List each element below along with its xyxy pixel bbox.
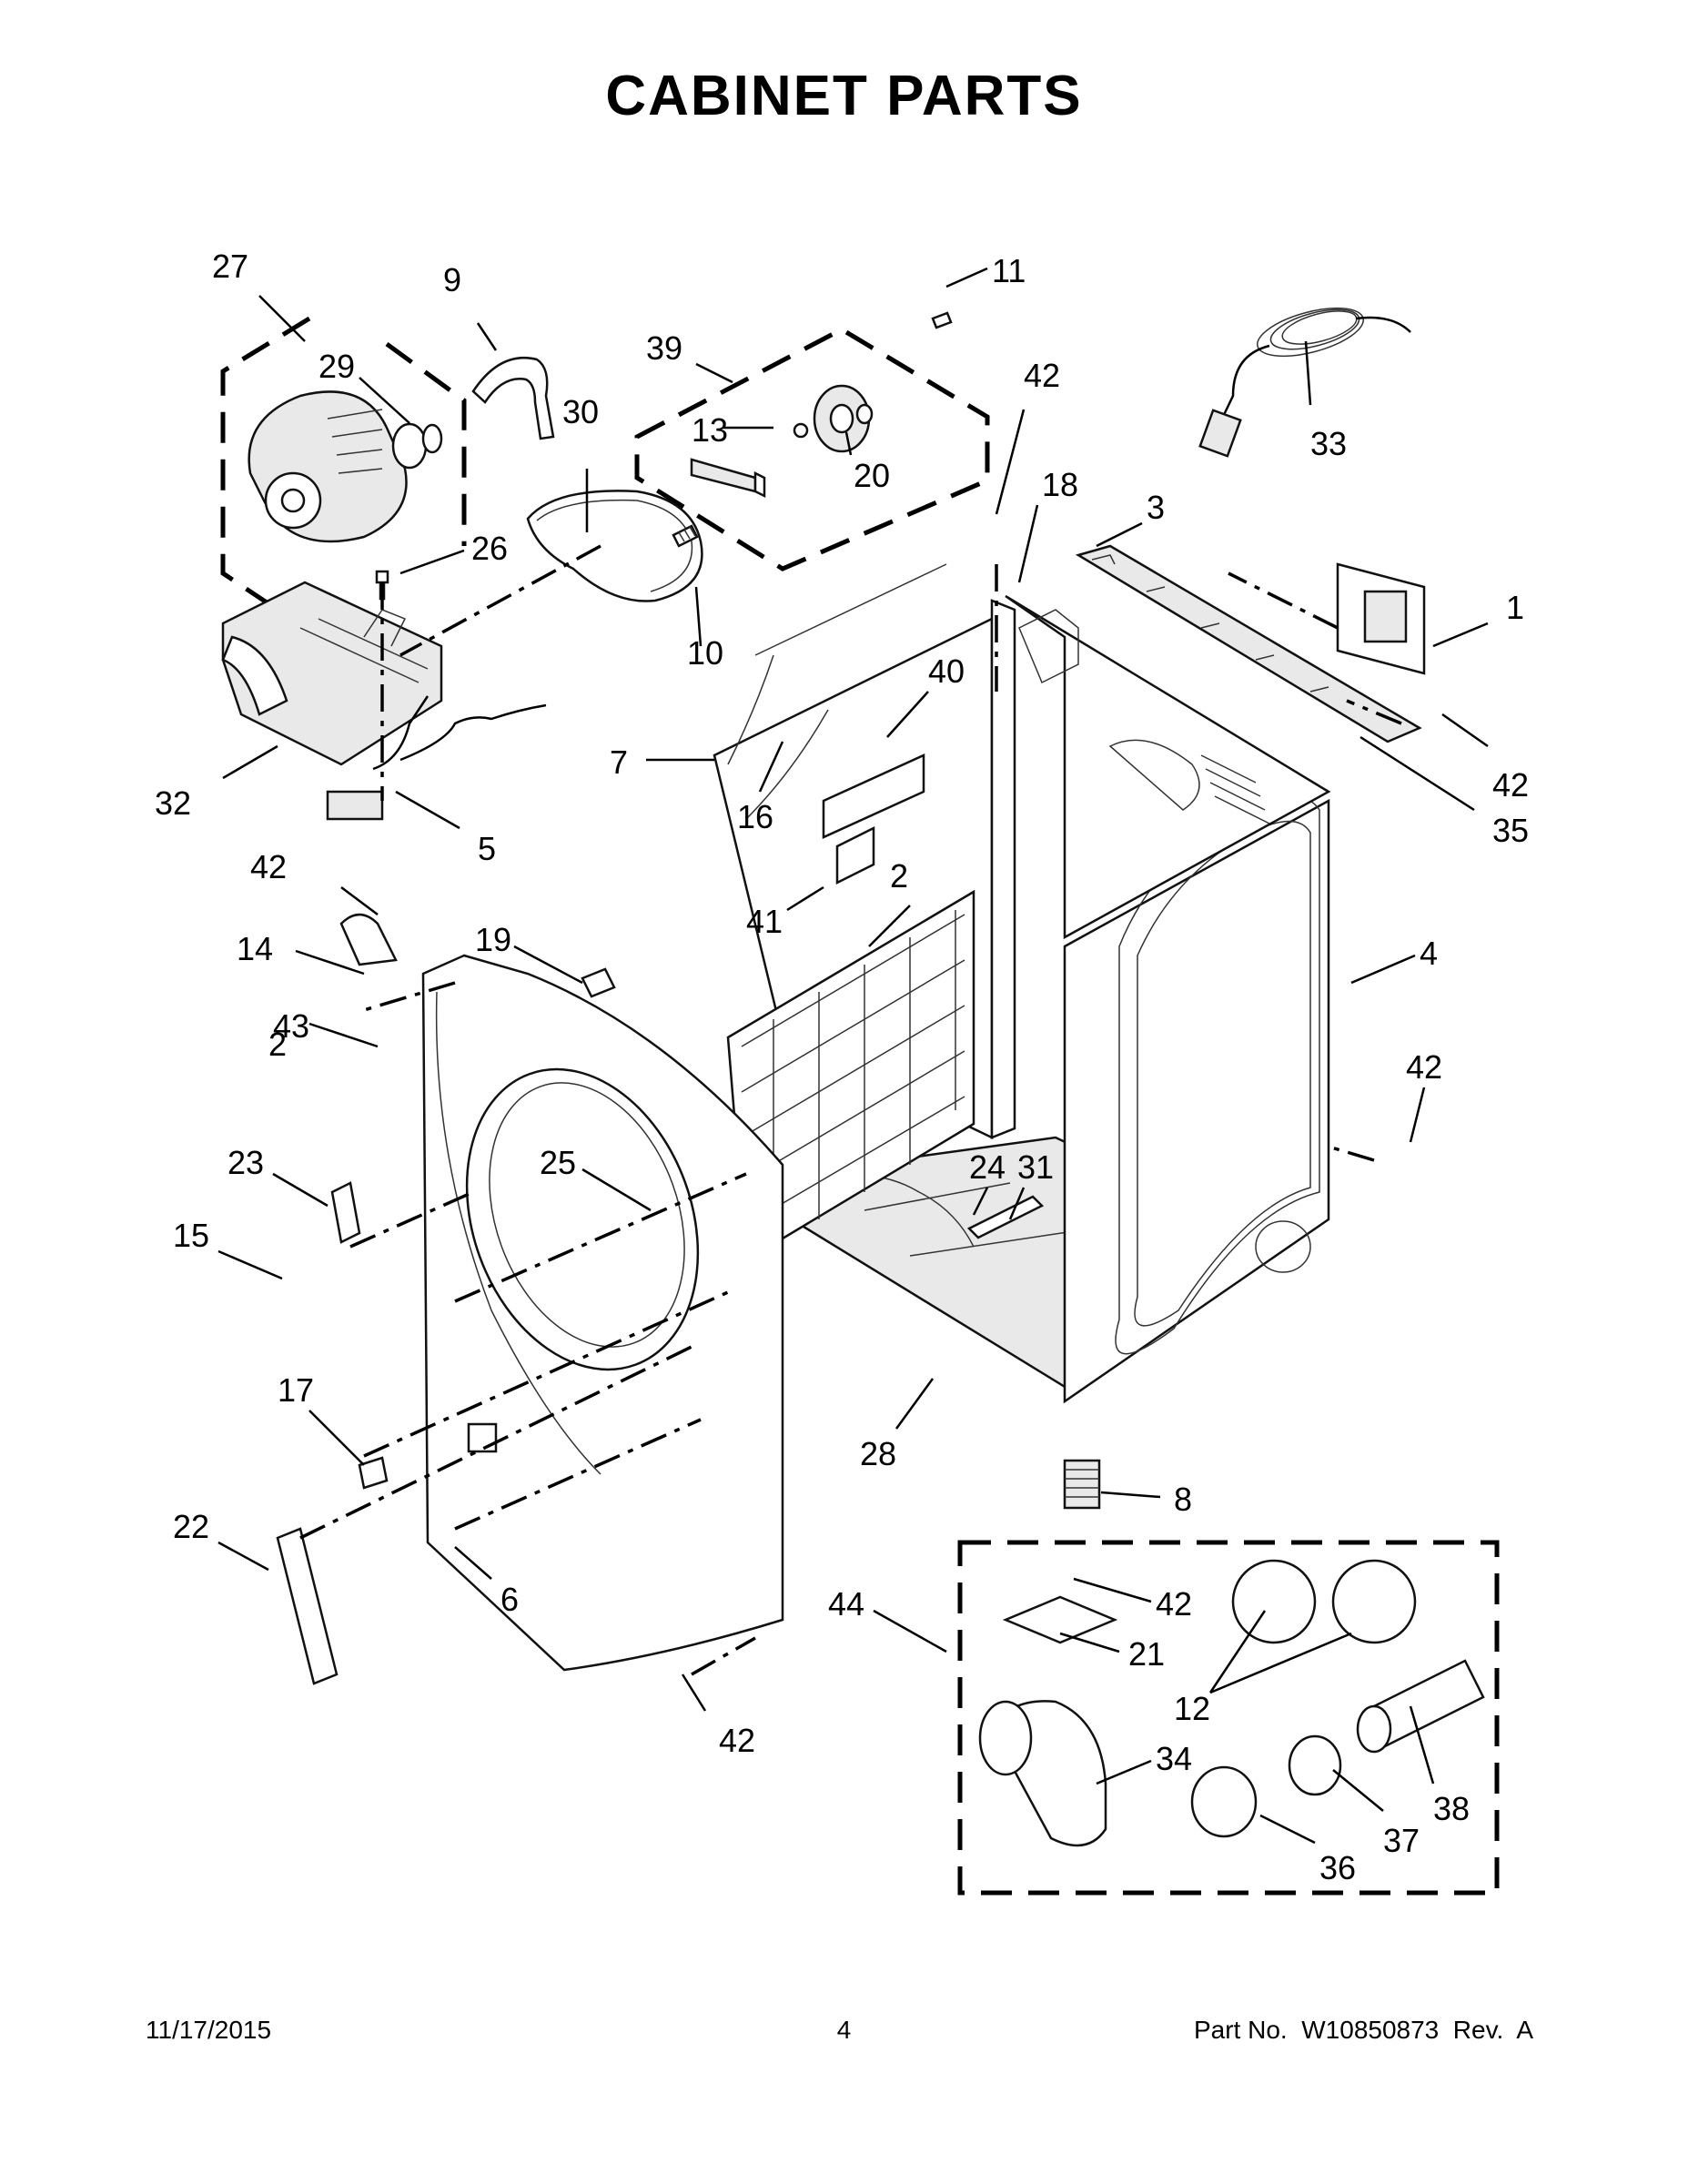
wire-harness xyxy=(326,695,547,821)
footer-date: 11/17/2015 xyxy=(146,2016,272,2044)
callout-3: 3 xyxy=(1147,489,1165,526)
callout-29: 29 xyxy=(318,348,355,385)
callout-35: 35 xyxy=(1492,812,1529,849)
callout-44: 44 xyxy=(828,1585,864,1623)
vent-cap-12 xyxy=(1231,1559,1417,1644)
callout-20: 20 xyxy=(854,457,890,494)
idler-screw-11 xyxy=(931,311,953,329)
callout-40: 40 xyxy=(928,652,965,690)
callout-32: 32 xyxy=(155,784,191,822)
callout-9: 9 xyxy=(443,261,461,298)
power-cord xyxy=(1198,307,1411,458)
idler-washer xyxy=(793,422,809,439)
callout-42-bottom: 42 xyxy=(719,1722,755,1759)
callout-6: 6 xyxy=(500,1581,519,1618)
motor-pulley xyxy=(391,422,443,470)
callout-16: 16 xyxy=(737,798,773,835)
callout-21: 21 xyxy=(1128,1635,1165,1673)
callout-39: 39 xyxy=(646,329,682,367)
cabinet-side-right xyxy=(1063,795,1330,1404)
idler-bracket xyxy=(690,458,766,499)
callout-8: 8 xyxy=(1174,1481,1192,1518)
callout-7: 7 xyxy=(610,743,628,781)
idler-pulley xyxy=(813,384,874,453)
callout-26: 26 xyxy=(471,530,508,567)
clip-14 xyxy=(339,913,398,966)
exhaust-elbow-34 xyxy=(978,1700,1107,1847)
callout-41: 41 xyxy=(746,903,783,940)
callout-34: 34 xyxy=(1156,1740,1192,1777)
callout-42-right: 42 xyxy=(1492,766,1529,804)
callout-22: 22 xyxy=(173,1508,209,1545)
callout-24: 24 xyxy=(969,1148,1006,1186)
duct-connector-36 xyxy=(1190,1765,1258,1838)
callout-42-side: 42 xyxy=(1406,1048,1442,1086)
callout-36: 36 xyxy=(1319,1849,1356,1886)
callout-14: 14 xyxy=(237,930,273,967)
strike-plate xyxy=(330,1181,361,1244)
console-control xyxy=(1336,562,1426,675)
callout-25: 25 xyxy=(540,1144,576,1181)
callout-11: 11 xyxy=(992,252,1026,289)
vent-kit-box xyxy=(957,1540,1500,1896)
callout-19: 19 xyxy=(475,921,511,958)
exhaust-tube-38 xyxy=(1356,1659,1485,1754)
callout-42-kit: 42 xyxy=(1156,1585,1192,1623)
callout-23: 23 xyxy=(227,1144,264,1181)
callout-10: 10 xyxy=(687,634,723,672)
page-title: CABINET PARTS xyxy=(605,65,1083,127)
wire-clip-31 xyxy=(966,1195,1045,1239)
motor-strap xyxy=(471,356,555,440)
top-rear-cover xyxy=(1075,544,1422,743)
callout-1: 1 xyxy=(1506,589,1524,626)
callout-17: 17 xyxy=(278,1371,314,1409)
cabinet-top-rear-panel xyxy=(1005,594,1331,940)
footer-page-number: 4 xyxy=(836,2016,852,2044)
callout-27: 27 xyxy=(212,248,248,285)
footer-part-number: Part No. W10850873 Rev. A xyxy=(1193,2016,1533,2044)
assembly-lines xyxy=(299,544,1402,1676)
callout-33: 33 xyxy=(1310,425,1347,462)
callout-labels: 27 9 29 30 26 10 32 5 39 13 20 11 42 18 … xyxy=(155,248,1529,1886)
callout-37: 37 xyxy=(1383,1822,1420,1859)
callout-13: 13 xyxy=(692,411,728,449)
door-switch-bracket xyxy=(822,753,925,885)
callout-38: 38 xyxy=(1433,1790,1470,1827)
callout-12: 12 xyxy=(1174,1690,1210,1727)
door-switch xyxy=(581,967,616,998)
callout-2-screen: 2 xyxy=(890,857,908,895)
callout-42-left: 42 xyxy=(250,848,287,885)
callout-31: 31 xyxy=(1017,1148,1054,1186)
callout-leaders xyxy=(217,267,1489,1845)
hinge-22 xyxy=(276,1527,339,1685)
front-panel xyxy=(421,954,784,1672)
drive-belt xyxy=(526,490,703,602)
callout-4: 4 xyxy=(1420,935,1438,972)
clamp-37 xyxy=(1288,1734,1342,1796)
tension-spring xyxy=(672,524,699,548)
callout-30: 30 xyxy=(562,393,599,430)
callout-42-top: 42 xyxy=(1024,357,1060,394)
door-strike-insert xyxy=(358,1456,389,1490)
access-cover-21 xyxy=(1002,1595,1118,1644)
motor-group-box xyxy=(220,316,467,622)
motor-mount-bracket xyxy=(221,581,443,766)
callout-43: 43 xyxy=(273,1007,309,1045)
callout-2-front: 2 xyxy=(268,1026,287,1063)
callout-5: 5 xyxy=(478,830,496,867)
cabinet-side-left xyxy=(990,599,1016,1139)
callout-15: 15 xyxy=(173,1217,209,1254)
idler-group-box xyxy=(634,327,990,571)
drive-motor xyxy=(248,390,408,543)
callout-28: 28 xyxy=(860,1435,896,1472)
callout-18: 18 xyxy=(1042,466,1078,503)
leveling-leg xyxy=(1063,1459,1101,1510)
